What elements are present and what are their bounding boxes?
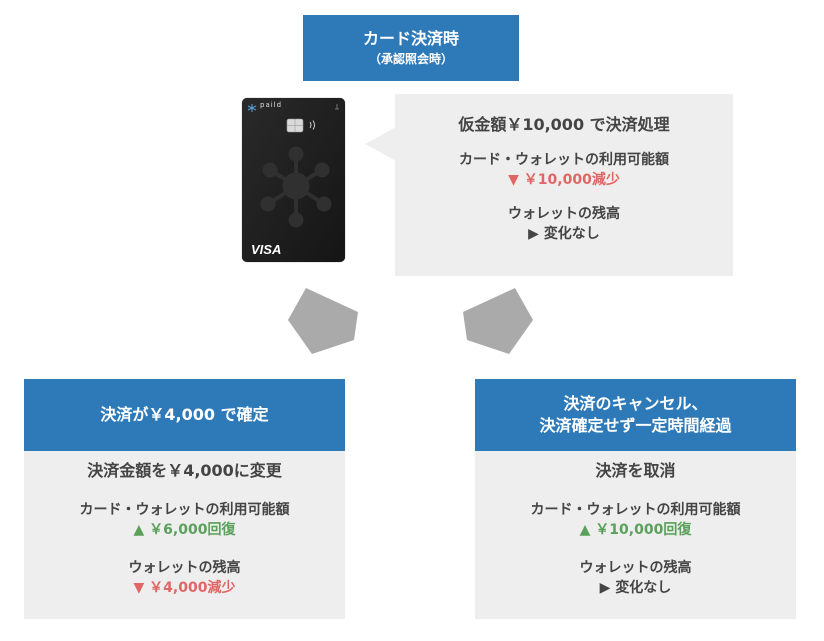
top-header-title: カード決済時 (362, 29, 459, 48)
confirm-heading: 決済金額を￥4,000に変更 (87, 461, 282, 480)
auth-heading: 仮金額￥10,000 で決済処理 (458, 115, 670, 134)
confirm-wallet-label: ウォレットの残高 (128, 560, 241, 576)
auth-panel: 仮金額￥10,000 で決済処理 カード・ウォレットの利用可能額 ▼ ￥10,0… (395, 94, 733, 276)
cancel-available-change: ▲ ￥10,000回復 (579, 522, 692, 538)
card-art (242, 98, 345, 262)
arrow-left-shape (288, 288, 358, 354)
confirm-wallet-change: ▼ ￥4,000減少 (133, 580, 236, 596)
cancel-wallet-label: ウォレットの残高 (579, 560, 692, 576)
confirm-header-title: 決済が￥4,000 で確定 (100, 405, 269, 424)
confirm-available-label: カード・ウォレットの利用可能額 (79, 502, 290, 518)
top-header-subtitle: （承認照会時） (368, 52, 453, 66)
auth-available-label: カード・ウォレットの利用可能額 (459, 152, 669, 168)
card-network-logo: VISA (251, 242, 282, 257)
auth-wallet-label: ウォレットの残高 (508, 206, 620, 222)
brand-logo-icon (247, 104, 257, 112)
card-image: paild VISA (242, 98, 345, 262)
auth-available-change: ▼ ￥10,000減少 (508, 172, 620, 188)
bubble-pointer (365, 126, 398, 162)
cancel-header: 決済のキャンセル、 決済確定せず一定時間経過 (475, 379, 796, 451)
card-brand-text: paild (260, 101, 283, 109)
arrow-right-shape (463, 288, 533, 354)
contactless-icon (309, 120, 315, 130)
cancel-header-line2: 決済確定せず一定時間経過 (539, 416, 732, 435)
cancel-panel: 決済を取消 カード・ウォレットの利用可能額 ▲ ￥10,000回復 ウォレットの… (475, 451, 796, 619)
cancel-wallet-change: ▶ 変化なし (599, 580, 672, 596)
cancel-header-line1: 決済のキャンセル、 (563, 394, 708, 413)
mark-icon (335, 104, 339, 110)
cancel-heading: 決済を取消 (595, 461, 676, 480)
auth-wallet-change: ▶ 変化なし (528, 226, 600, 242)
top-header: カード決済時 （承認照会時） (303, 15, 519, 81)
confirm-header: 決済が￥4,000 で確定 (24, 379, 345, 451)
hub-pattern-icon (260, 146, 332, 228)
confirm-panel: 決済金額を￥4,000に変更 カード・ウォレットの利用可能額 ▲ ￥6,000回… (24, 451, 345, 619)
confirm-available-change: ▲ ￥6,000回復 (133, 522, 236, 538)
cancel-available-label: カード・ウォレットの利用可能額 (530, 502, 741, 518)
